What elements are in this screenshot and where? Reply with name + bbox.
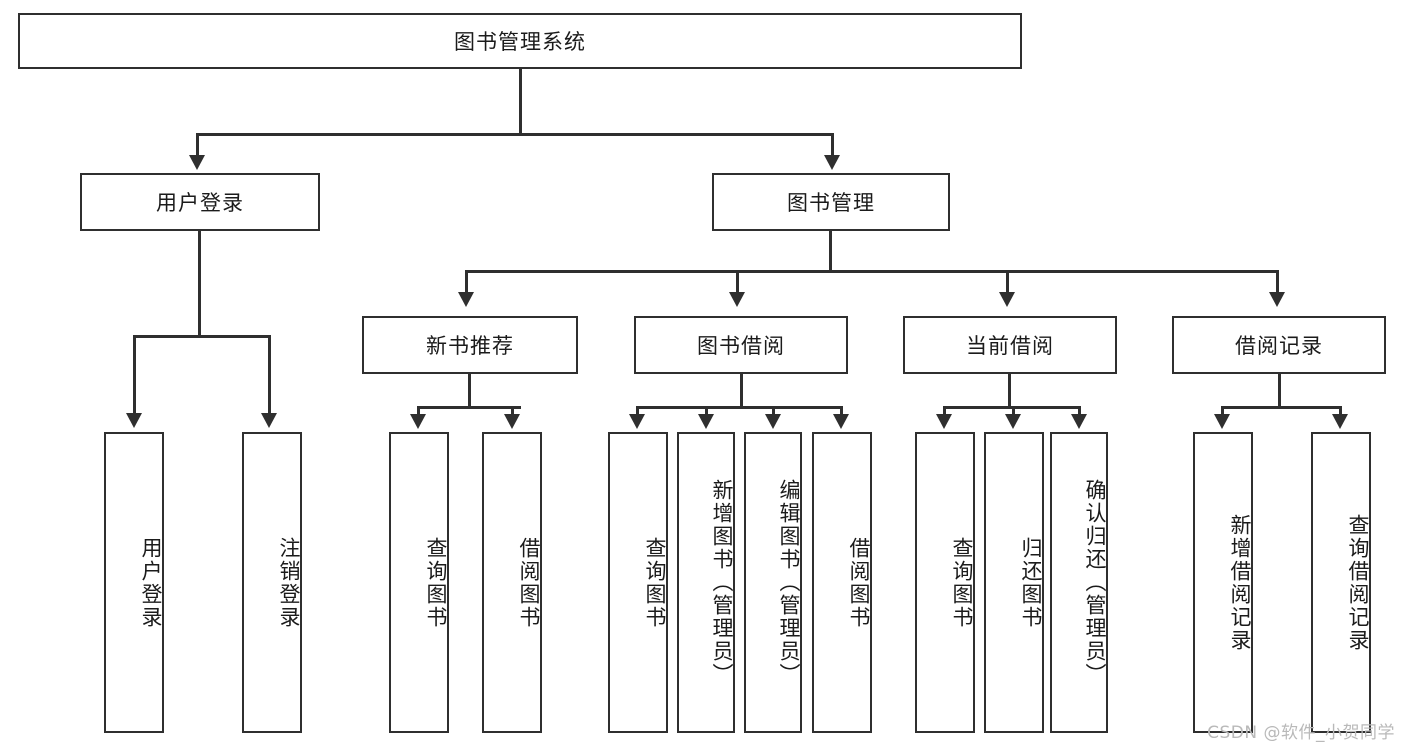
connector-bb-stem: [740, 374, 743, 408]
connector-cb-to-leaf-1: [943, 406, 946, 418]
arrow-cb-to-leaf-3: [1071, 414, 1087, 429]
connector-cb-to-leaf-2: [1012, 406, 1015, 418]
arrow-nbr-to-leaf-1: [410, 414, 426, 429]
connector-user-login-bar: [133, 335, 270, 338]
arrow-bb-to-leaf-4: [833, 414, 849, 429]
connector-bb-to-leaf-2: [705, 406, 708, 418]
arrow-cb-to-leaf-1: [936, 414, 952, 429]
connector-bm-to-borrow: [736, 270, 739, 296]
connector-br-to-leaf-2: [1339, 406, 1342, 418]
connector-nbr-to-leaf-1: [417, 406, 420, 418]
leaf-query-borrow-record[interactable]: 查询借阅记录: [1311, 432, 1371, 733]
connector-bm-to-records: [1276, 270, 1279, 296]
connector-user-login-to-leaf-1: [133, 335, 136, 417]
arrow-bm-to-current: [999, 292, 1015, 307]
arrow-bm-to-records: [1269, 292, 1285, 307]
watermark: CSDN @软件_小贺同学: [1207, 723, 1395, 743]
arrow-root-to-book-management: [824, 155, 840, 170]
connector-root-bar: [196, 133, 833, 136]
connector-bb-to-leaf-4: [840, 406, 843, 418]
connector-nbr-to-leaf-2: [511, 406, 514, 418]
connector-br-to-leaf-1: [1221, 406, 1224, 418]
arrow-bm-to-new-book: [458, 292, 474, 307]
connector-nbr-stem: [468, 374, 471, 408]
node-book-management[interactable]: 图书管理: [712, 173, 950, 231]
leaf-query-books-nbr[interactable]: 查询图书: [389, 432, 449, 733]
connector-user-login-to-leaf-2: [268, 335, 271, 417]
leaf-edit-book-admin[interactable]: 编辑图书（管理员）: [744, 432, 802, 733]
connector-nbr-bar: [417, 406, 521, 409]
node-user-login[interactable]: 用户登录: [80, 173, 320, 231]
connector-br-bar: [1221, 406, 1341, 409]
leaf-query-books-cb[interactable]: 查询图书: [915, 432, 975, 733]
connector-cb-bar: [943, 406, 1080, 409]
connector-book-management-stem: [829, 231, 832, 272]
arrow-bm-to-borrow: [729, 292, 745, 307]
arrow-br-to-leaf-1: [1214, 414, 1230, 429]
node-current-borrowing[interactable]: 当前借阅: [903, 316, 1117, 374]
connector-cb-stem: [1008, 374, 1011, 408]
leaf-query-books-bb[interactable]: 查询图书: [608, 432, 668, 733]
connector-root-to-user-login: [196, 133, 199, 159]
arrow-root-to-user-login: [189, 155, 205, 170]
node-root-book-management-system[interactable]: 图书管理系统: [18, 13, 1022, 69]
connector-bm-to-new-book: [465, 270, 468, 296]
leaf-return-books[interactable]: 归还图书: [984, 432, 1044, 733]
arrow-user-login-to-leaf-1: [126, 413, 142, 428]
leaf-logout[interactable]: 注销登录: [242, 432, 302, 733]
leaf-add-borrow-record[interactable]: 新增借阅记录: [1193, 432, 1253, 733]
connector-book-management-bar: [465, 270, 1279, 273]
connector-bb-to-leaf-1: [636, 406, 639, 418]
connector-bb-bar: [636, 406, 843, 409]
arrow-bb-to-leaf-3: [765, 414, 781, 429]
node-book-borrowing[interactable]: 图书借阅: [634, 316, 848, 374]
arrow-bb-to-leaf-2: [698, 414, 714, 429]
leaf-user-login[interactable]: 用户登录: [104, 432, 164, 733]
connector-user-login-stem: [198, 231, 201, 337]
node-new-book-recommendation[interactable]: 新书推荐: [362, 316, 578, 374]
arrow-user-login-to-leaf-2: [261, 413, 277, 428]
connector-bm-to-current: [1006, 270, 1009, 296]
connector-bb-to-leaf-3: [772, 406, 775, 418]
arrow-cb-to-leaf-2: [1005, 414, 1021, 429]
arrow-nbr-to-leaf-2: [504, 414, 520, 429]
connector-root-stem: [519, 69, 522, 135]
arrow-bb-to-leaf-1: [629, 414, 645, 429]
leaf-borrow-books-bb[interactable]: 借阅图书: [812, 432, 872, 733]
connector-cb-to-leaf-3: [1078, 406, 1081, 418]
leaf-borrow-books-nbr[interactable]: 借阅图书: [482, 432, 542, 733]
connector-br-stem: [1278, 374, 1281, 408]
leaf-add-book-admin[interactable]: 新增图书（管理员）: [677, 432, 735, 733]
leaf-confirm-return-admin[interactable]: 确认归还（管理员）: [1050, 432, 1108, 733]
node-borrowing-records[interactable]: 借阅记录: [1172, 316, 1386, 374]
connector-root-to-book-management: [831, 133, 834, 159]
arrow-br-to-leaf-2: [1332, 414, 1348, 429]
